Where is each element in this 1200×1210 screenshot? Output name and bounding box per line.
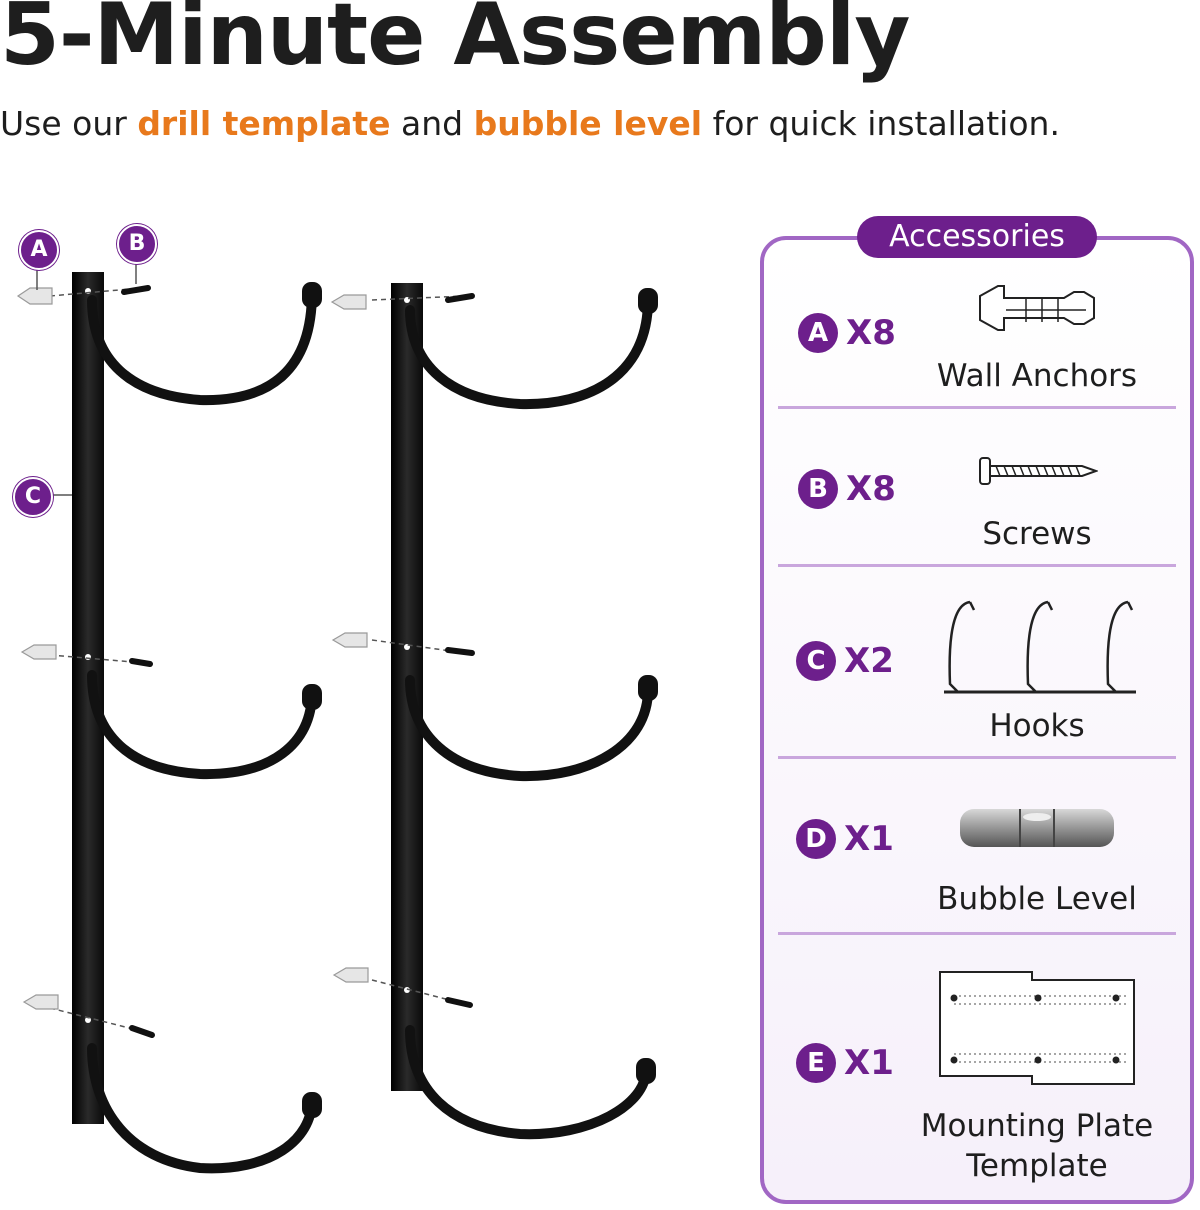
label-mounting-plate-line2: Template [966,1148,1108,1185]
wall-anchor-icon [979,285,1095,331]
callout-a: A [19,230,59,270]
callout-b: B [117,224,157,264]
badge-d: D [796,819,836,859]
qty-c: X2 [844,641,894,681]
hook-left-3 [87,1043,317,1174]
label-bubble-level: Bubble Level [937,881,1137,917]
label-mounting-plate: Mounting Plate Template [900,1106,1174,1187]
qty-a: X8 [846,313,896,353]
callout-c: C [13,477,53,517]
mounting-bar-left [72,272,104,1124]
hook-left-1 [87,287,317,406]
badge-b: B [798,469,838,509]
label-screws: Screws [982,516,1092,552]
subtitle-text-1: Use our [0,104,127,143]
hook-right-2 [405,675,653,782]
divider-1 [778,406,1176,409]
bubble-level-icon [960,809,1114,847]
rack-right [391,283,658,1140]
hooks-icon [944,600,1136,694]
label-hooks: Hooks [989,708,1085,744]
accessories-title: Accessories [857,216,1097,258]
qty-d: X1 [844,819,894,859]
badge-c: C [796,641,836,681]
subtitle-text-2: and [401,104,464,143]
page-subtitle: Use our drill template and bubble level … [0,104,1060,143]
qty-b: X8 [846,469,896,509]
divider-4 [778,932,1176,935]
page-title: 5-Minute Assembly [0,0,910,85]
screw-icon [979,457,1098,485]
highlight-drill-template: drill template [137,104,391,143]
template-icon [939,971,1135,1085]
qty-e: X1 [844,1043,894,1083]
divider-2 [778,564,1176,567]
subtitle-text-3: for quick installation. [712,104,1060,143]
hook-right-1 [405,295,653,410]
hook-right-3 [405,1025,651,1140]
assembly-diagram [16,258,658,1174]
badge-e: E [796,1043,836,1083]
badge-a: A [798,313,838,353]
label-wall-anchors: Wall Anchors [936,358,1138,394]
rack-left [72,272,322,1174]
divider-3 [778,756,1176,759]
label-mounting-plate-line1: Mounting Plate [920,1108,1154,1144]
hook-left-2 [87,670,317,780]
highlight-bubble-level: bubble level [473,104,703,143]
